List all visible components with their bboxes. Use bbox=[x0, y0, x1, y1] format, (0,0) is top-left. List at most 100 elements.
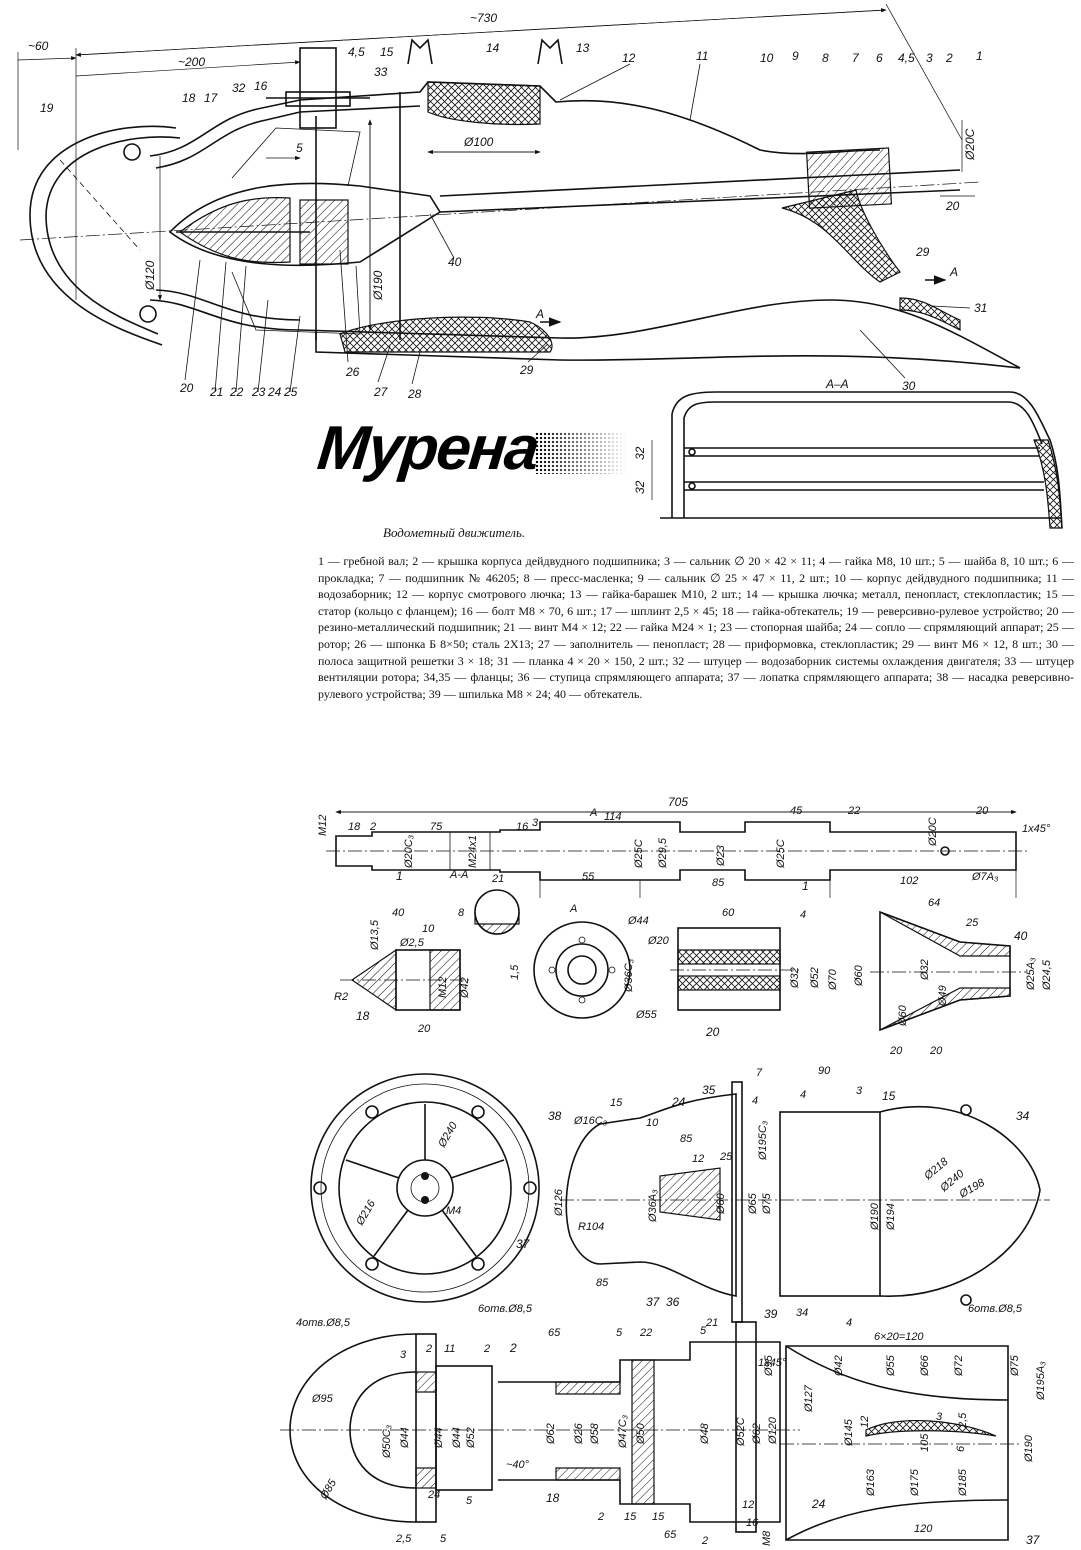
blade-dim-145: Ø145 bbox=[843, 1418, 855, 1447]
part-32: 32 bbox=[232, 81, 246, 95]
stator-dim-58: Ø58 bbox=[589, 1422, 601, 1445]
blade-dim-72: Ø72 bbox=[953, 1355, 965, 1377]
nozzle-dim-36a3: Ø36А₃ bbox=[647, 1189, 659, 1223]
nozzle-dim-126: Ø126 bbox=[553, 1188, 565, 1217]
part-40: 40 bbox=[448, 255, 462, 269]
part-17: 17 bbox=[204, 91, 219, 105]
shaft-dim-2: 2 bbox=[369, 821, 376, 833]
part-24: 24 bbox=[267, 385, 282, 399]
stator-dim-26: Ø26 bbox=[573, 1422, 585, 1445]
fairing-dim-20a: 20 bbox=[889, 1045, 903, 1057]
nozzle-dim-4: 4 bbox=[752, 1095, 758, 1107]
stator-dim-65b: 65 bbox=[664, 1529, 677, 1541]
fairing-40-drawing bbox=[870, 910, 1026, 1032]
nozzle-dim-m4: М4 bbox=[446, 1205, 461, 1217]
blade-dim-105: 105 bbox=[919, 1433, 931, 1452]
parts-legend: 1 — гребной вал; 2 — крышка корпуса дейд… bbox=[318, 554, 1074, 701]
hub-dim-2b: 2 bbox=[483, 1343, 490, 1355]
hub-dim-11: 11 bbox=[444, 1343, 455, 1355]
shaft-dim-29-5: Ø29,5 bbox=[657, 837, 669, 869]
shaft-dim-25c: Ø25С bbox=[633, 839, 645, 869]
part-18: 18 bbox=[182, 91, 196, 105]
nozzle-holes-b: 6отв.Ø8,5 bbox=[968, 1303, 1023, 1315]
shaft-label-1b: 1 bbox=[802, 879, 809, 893]
dim-60: ~60 bbox=[28, 39, 49, 53]
nozzle-dim-15: 15 bbox=[610, 1097, 623, 1109]
hub-dim-2-5: 2,5 bbox=[395, 1533, 412, 1545]
part-29-right: 29 bbox=[915, 245, 930, 259]
part-10: 10 bbox=[760, 51, 774, 65]
part-14: 14 bbox=[486, 41, 500, 55]
stator-dim-22: 22 bbox=[639, 1327, 652, 1339]
blade-37-drawing bbox=[780, 1345, 1020, 1541]
shaft-dim-7a3: Ø7А₃ bbox=[971, 871, 999, 883]
blade-dim-42: Ø42 bbox=[833, 1355, 845, 1377]
shaft-section-aa bbox=[474, 889, 520, 935]
shaft-dim-m12: М12 bbox=[317, 815, 329, 836]
section-aa-title: А–А bbox=[825, 377, 849, 391]
nozzle-label-35: 35 bbox=[702, 1083, 716, 1097]
nozzle-label-36: 36 bbox=[666, 1295, 680, 1309]
blade-dim-120: 120 bbox=[914, 1523, 933, 1535]
dim-730: ~730 bbox=[470, 11, 497, 25]
shaft-dim-18: 18 bbox=[348, 821, 361, 833]
blade-dim-3: 3 bbox=[936, 1411, 943, 1423]
hub-dim-44c: Ø44 bbox=[451, 1427, 463, 1449]
section-mark-a: А bbox=[535, 307, 544, 321]
shaft-dim-m24: М24х1 bbox=[467, 835, 479, 868]
blade-label-24: 24 bbox=[811, 1497, 826, 1511]
blade-label-37: 37 bbox=[1026, 1533, 1041, 1547]
stator-dim-2b: 2 bbox=[701, 1535, 708, 1547]
fairing-dim-25a3: Ø25А₃ bbox=[1025, 957, 1037, 991]
shaft-dim-16: 16 bbox=[516, 821, 529, 833]
part-6: 6 bbox=[876, 51, 883, 65]
shaft-dim-23: Ø23 bbox=[715, 844, 727, 867]
fairing-dim-60: Ø60 bbox=[853, 964, 865, 987]
part-25: 25 bbox=[283, 385, 298, 399]
shaft-dim-20: 20 bbox=[975, 805, 989, 817]
dim-190: Ø190 bbox=[371, 270, 385, 301]
nozzle-label-34: 34 bbox=[1016, 1109, 1030, 1123]
shaft-dim-20c: Ø20С bbox=[927, 817, 939, 847]
stator-drawing bbox=[490, 1321, 800, 1533]
nozzle-dim-65: Ø65 bbox=[747, 1192, 759, 1215]
dim-200: ~200 bbox=[178, 55, 205, 69]
nozzle-label-37: 37 bbox=[516, 1237, 531, 1251]
fairing-dim-25: 25 bbox=[965, 917, 979, 929]
hub-dim-52: Ø52 bbox=[465, 1427, 477, 1449]
nozzle-dim-16c3: Ø16С₃ bbox=[573, 1115, 608, 1127]
nozzle-front-view bbox=[310, 1073, 540, 1303]
stator-dim-15b: 15 bbox=[652, 1511, 665, 1523]
shaft-dim-102: 102 bbox=[900, 875, 918, 887]
nut-dim-13-5: Ø13,5 bbox=[369, 919, 381, 951]
nut-dim-40: 40 bbox=[392, 907, 405, 919]
part-11: 11 bbox=[696, 49, 708, 63]
section-aa-dim-a: 32 bbox=[633, 446, 647, 460]
shaft-dim-25c-b: Ø25С bbox=[775, 839, 787, 869]
stator-label-18: 18 bbox=[546, 1491, 560, 1505]
bearing-label-20: 20 bbox=[705, 1025, 720, 1039]
hub-dim-holes: 4отв.Ø8,5 bbox=[296, 1317, 351, 1329]
part-16: 16 bbox=[254, 79, 268, 93]
nozzle-label-39: 39 bbox=[764, 1307, 778, 1321]
nozzle-dim-195c3: Ø195С₃ bbox=[757, 1120, 769, 1161]
bearing-dim-20: Ø20 bbox=[647, 935, 670, 947]
section-aa: А–А 32 32 bbox=[633, 377, 1063, 529]
hub-label-2: 2 bbox=[509, 1341, 517, 1355]
bearing-dim-55: Ø55 bbox=[635, 1009, 658, 1021]
bearing-dim-4: 4 bbox=[800, 909, 806, 921]
blade-dim-190: Ø190 bbox=[1023, 1434, 1035, 1463]
part-26: 26 bbox=[345, 365, 360, 379]
stator-dim-40deg: ~40° bbox=[506, 1459, 530, 1471]
fairing-label-40: 40 bbox=[1014, 929, 1028, 943]
nozzle-dim-34: 34 bbox=[796, 1307, 808, 1319]
nozzle-dim-85: 85 bbox=[680, 1133, 693, 1145]
dim-4-5-right: 4,5 bbox=[898, 51, 915, 65]
title-halftone bbox=[535, 432, 627, 474]
stator-dim-m8: М8 bbox=[761, 1530, 773, 1546]
part-30: 30 bbox=[902, 379, 916, 393]
hub-dim-85: Ø85 bbox=[318, 1477, 340, 1503]
nut-dim-m12: М12 bbox=[437, 977, 449, 998]
stator-dim-62: Ø62 bbox=[545, 1423, 557, 1445]
